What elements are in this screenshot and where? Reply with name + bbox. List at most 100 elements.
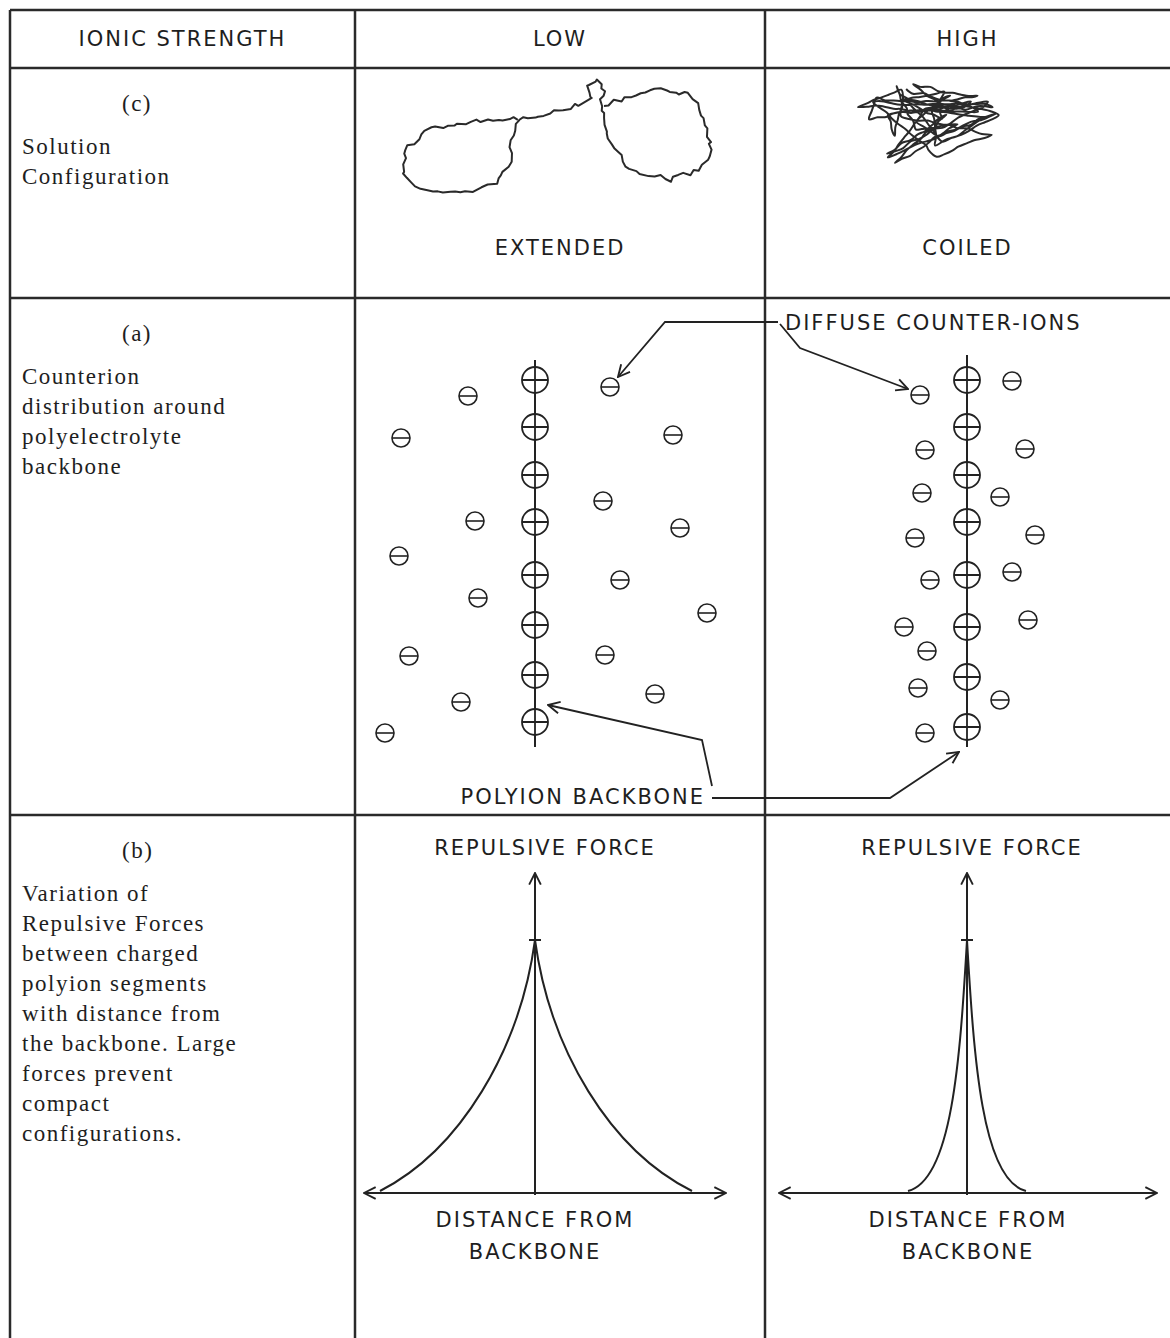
leader-lines xyxy=(548,322,959,798)
counter-ion xyxy=(671,519,689,537)
charge-ring xyxy=(522,662,548,688)
charge-ring xyxy=(596,646,614,664)
counter-ion xyxy=(596,646,614,664)
grid-line xyxy=(10,67,1170,70)
minus-sign xyxy=(390,555,408,557)
charge-ring xyxy=(611,571,629,589)
grid-line xyxy=(10,814,1170,817)
row-header: (c)Solution Configuration xyxy=(10,68,355,298)
row-header: (b)Variation of Repulsive Forces between… xyxy=(10,815,355,1338)
counter-ion xyxy=(646,685,664,703)
charge-ring xyxy=(671,519,689,537)
charge-ring xyxy=(954,714,980,740)
minus-sign xyxy=(596,654,614,656)
row-letter: (c) xyxy=(122,90,355,118)
column-header: IONIC STRENGTH xyxy=(10,10,355,68)
counter-ion xyxy=(913,484,931,502)
positive-charge xyxy=(522,414,548,440)
charge-ring xyxy=(390,547,408,565)
plus-sign xyxy=(954,714,980,740)
force-curve xyxy=(380,940,692,1191)
charge-ring xyxy=(906,529,924,547)
charge-ring xyxy=(921,571,939,589)
cell-label: LOW xyxy=(533,27,587,51)
charge-ring xyxy=(916,724,934,742)
illustrations xyxy=(376,80,1044,747)
force-curve xyxy=(908,940,1026,1191)
charge-ring xyxy=(954,462,980,488)
cell-label: COILED xyxy=(922,236,1013,260)
counter-ion xyxy=(911,386,929,404)
positive-charge xyxy=(954,562,980,588)
axis-label: REPULSIVE FORCE xyxy=(434,832,656,864)
counter-ion xyxy=(611,571,629,589)
charge-ring xyxy=(522,462,548,488)
configuration-cell: COILED xyxy=(765,68,1170,298)
counter-ion xyxy=(390,547,408,565)
minus-sign xyxy=(469,597,487,599)
counter-ion xyxy=(466,512,484,530)
charge-ring xyxy=(646,685,664,703)
minus-sign xyxy=(916,732,934,734)
minus-sign xyxy=(400,655,418,657)
extended-chain xyxy=(403,80,711,193)
counter-ion xyxy=(921,571,939,589)
coiled-chain xyxy=(858,84,999,163)
minus-sign xyxy=(916,449,934,451)
minus-sign xyxy=(601,386,619,388)
cell-label: HIGH xyxy=(936,27,998,51)
charge-ring xyxy=(991,691,1009,709)
charge-ring xyxy=(522,612,548,638)
counter-ion xyxy=(916,441,934,459)
positive-charge xyxy=(522,612,548,638)
row-header: (a)Counterion distribution around polyel… xyxy=(10,298,355,815)
charge-ring xyxy=(452,693,470,711)
minus-sign xyxy=(646,693,664,695)
counter-ion xyxy=(469,589,487,607)
positive-charge xyxy=(522,709,548,735)
minus-sign xyxy=(594,500,612,502)
positive-charge xyxy=(522,367,548,393)
counter-ion xyxy=(1026,526,1044,544)
column-header: HIGH xyxy=(765,10,1170,68)
counter-ion xyxy=(594,492,612,510)
minus-sign xyxy=(376,732,394,734)
leader-arrow xyxy=(712,752,959,798)
minus-sign xyxy=(698,612,716,614)
charge-ring xyxy=(522,414,548,440)
force-graph-high xyxy=(779,873,1157,1195)
minus-sign xyxy=(895,626,913,628)
counter-ion xyxy=(1003,372,1021,390)
charge-ring xyxy=(594,492,612,510)
positive-charge xyxy=(954,414,980,440)
plus-sign xyxy=(954,367,980,393)
grid-line xyxy=(10,297,1170,300)
charge-ring xyxy=(909,679,927,697)
charge-ring xyxy=(954,664,980,690)
plus-sign xyxy=(954,614,980,640)
charge-ring xyxy=(954,367,980,393)
plus-sign xyxy=(522,709,548,735)
plus-sign xyxy=(522,367,548,393)
counter-ion xyxy=(376,724,394,742)
counter-ion xyxy=(452,693,470,711)
plus-sign xyxy=(954,509,980,535)
column-header: LOW xyxy=(355,10,765,68)
counter-ion xyxy=(664,426,682,444)
minus-sign xyxy=(1026,534,1044,536)
counter-ion xyxy=(400,647,418,665)
plus-sign xyxy=(522,414,548,440)
positive-charge xyxy=(522,462,548,488)
minus-sign xyxy=(991,699,1009,701)
grid-line xyxy=(9,10,12,1338)
minus-sign xyxy=(918,650,936,652)
row-letter: (a) xyxy=(122,320,355,348)
minus-sign xyxy=(459,395,477,397)
plus-sign xyxy=(522,662,548,688)
charge-ring xyxy=(522,509,548,535)
charge-ring xyxy=(522,562,548,588)
leader-arrow xyxy=(618,322,778,377)
charge-ring xyxy=(522,709,548,735)
leader-arrow xyxy=(548,705,712,786)
